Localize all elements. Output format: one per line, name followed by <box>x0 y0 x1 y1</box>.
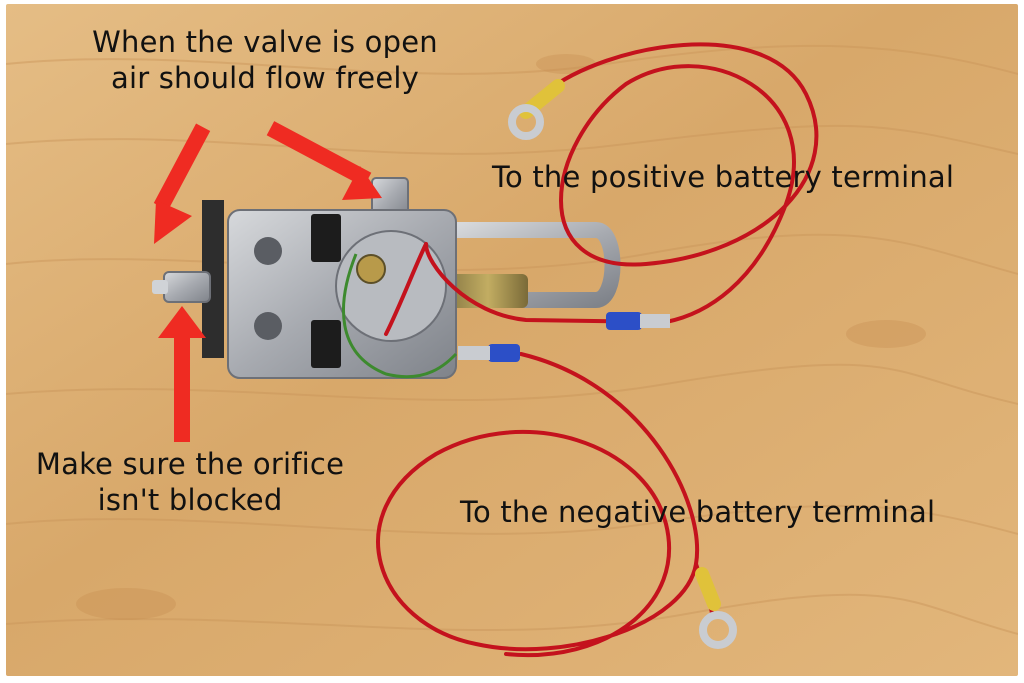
valve-body <box>227 209 457 379</box>
orifice-tip <box>152 280 168 294</box>
ring-terminal-negative <box>695 567 737 649</box>
annotation-orifice-line1: Make sure the orifice <box>35 447 345 481</box>
spade-terminal-positive <box>606 312 670 330</box>
green-wire <box>342 253 458 379</box>
annotation-valve-open-line1: When the valve is open <box>92 25 438 59</box>
arrow-to-orifice-left <box>153 123 211 244</box>
orifice-fitting <box>163 271 211 303</box>
mounting-plate <box>202 200 224 358</box>
arrow-up-to-orifice <box>158 306 206 442</box>
arrow-to-brass-nut <box>266 121 382 200</box>
annotation-valve-open-line2: air should flow freely <box>110 61 419 95</box>
ring-terminal-positive <box>508 79 565 140</box>
annotation-orifice: Make sure the orifice isn't blocked <box>6 446 374 518</box>
metal-tube <box>438 222 621 308</box>
annotation-valve-open: When the valve is open air should flow f… <box>60 24 470 96</box>
annotation-positive-terminal: To the positive battery terminal <box>492 160 955 194</box>
annotation-negative-terminal: To the negative battery terminal <box>460 495 936 529</box>
valve-photo <box>6 4 1018 676</box>
annotation-orifice-line2: isn't blocked <box>97 483 283 517</box>
spade-terminal-negative <box>458 344 520 362</box>
